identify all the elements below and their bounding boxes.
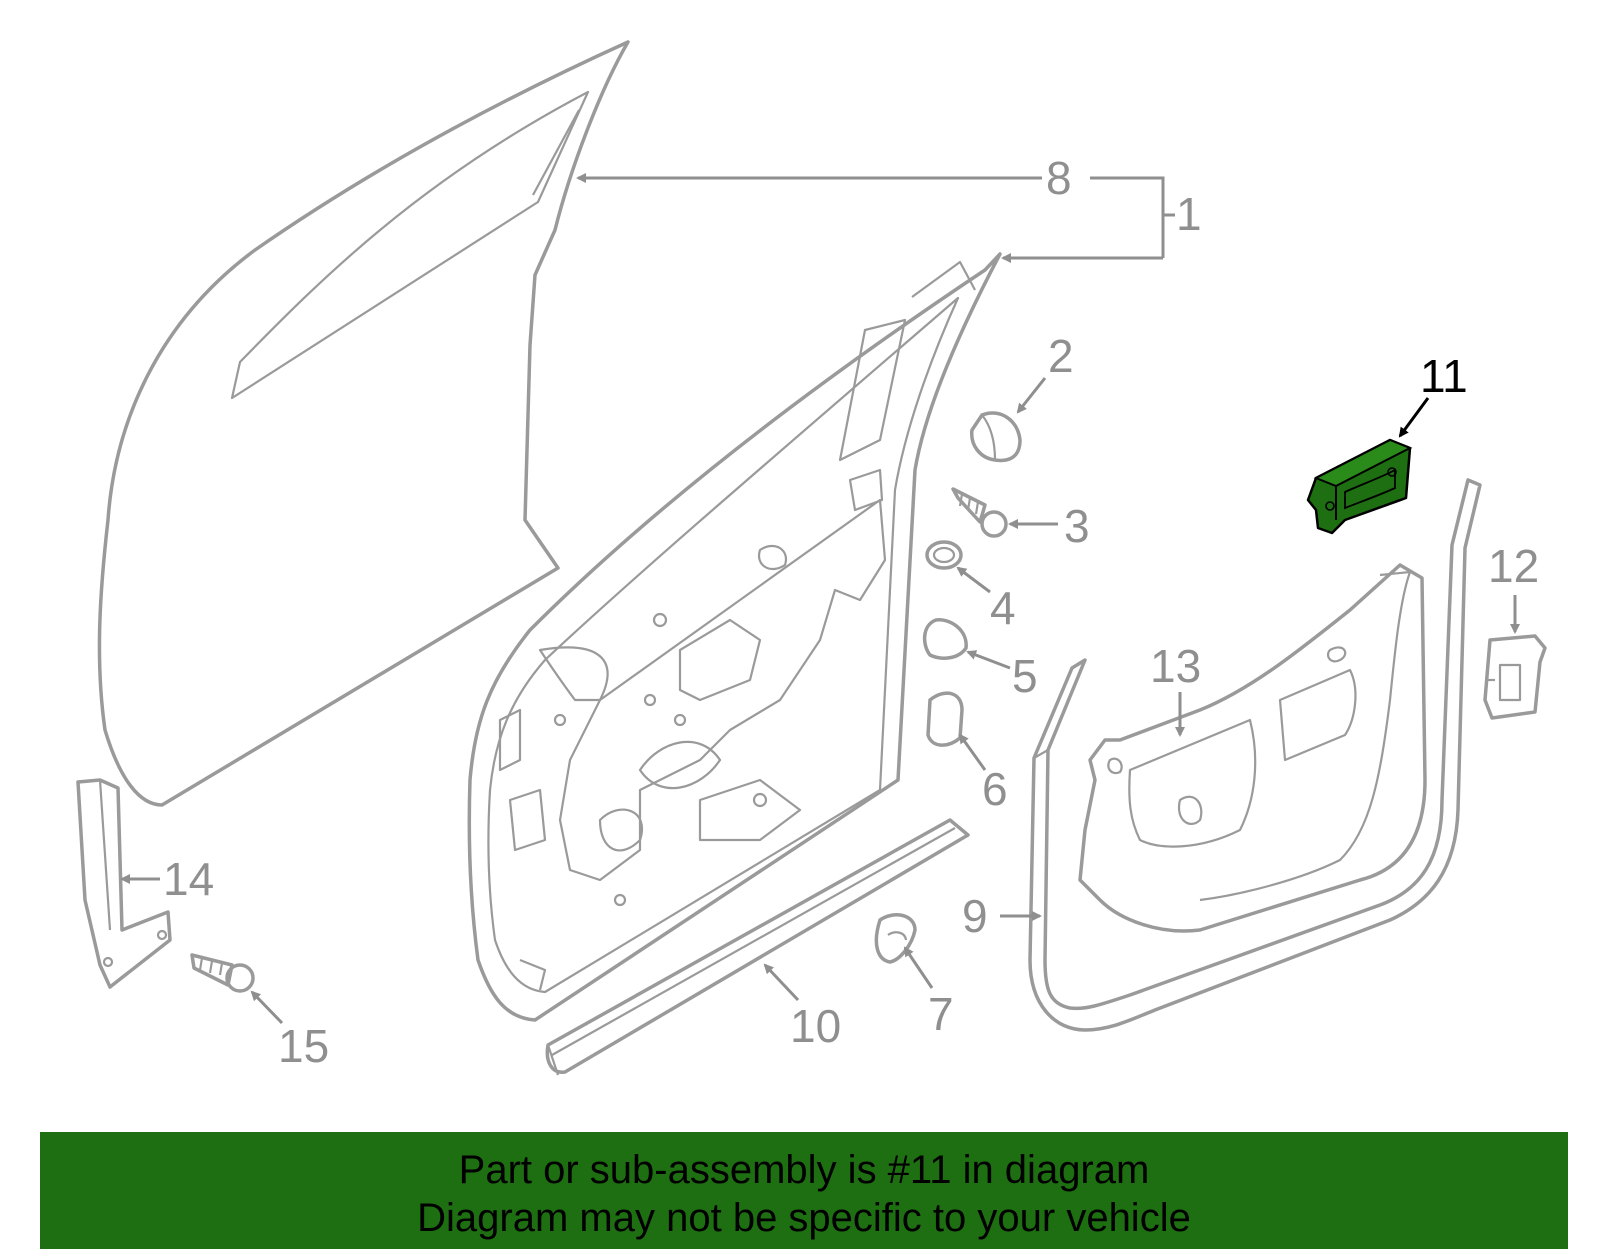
callout-9: 9 xyxy=(962,890,988,942)
leader-4 xyxy=(956,566,991,594)
banner-line-1: Part or sub-assembly is #11 in diagram xyxy=(458,1148,1150,1192)
pillar-trim-part-14 xyxy=(76,778,172,989)
weatherstrip-part-9 xyxy=(1028,478,1482,1032)
trim-panel-part-13 xyxy=(1078,563,1427,933)
leader-7 xyxy=(903,946,934,989)
leader-2 xyxy=(1016,377,1047,414)
door-shell-part-1 xyxy=(467,252,1002,1022)
callout-3: 3 xyxy=(1064,500,1090,552)
screw-part-15 xyxy=(190,953,255,993)
leader-6 xyxy=(958,733,987,771)
callout-7: 7 xyxy=(928,988,954,1040)
screw-part-3 xyxy=(951,487,1008,538)
callout-14: 14 xyxy=(163,853,214,905)
callout-10: 10 xyxy=(790,1000,841,1052)
callout-13: 13 xyxy=(1150,640,1201,692)
bracket-1 xyxy=(1090,176,1165,258)
callout-4: 4 xyxy=(990,582,1016,634)
callout-2: 2 xyxy=(1048,330,1074,382)
banner-line-2: Diagram may not be specific to your vehi… xyxy=(417,1196,1191,1240)
leader-lines xyxy=(120,173,1520,1025)
plug-part-2 xyxy=(970,411,1022,463)
leader-5 xyxy=(966,650,1011,670)
callout-12: 12 xyxy=(1488,540,1539,592)
callout-5: 5 xyxy=(1012,650,1038,702)
bracket-part-12 xyxy=(1483,634,1547,720)
grommet-part-4 xyxy=(925,540,963,570)
plug-part-5 xyxy=(922,618,968,660)
callout-6: 6 xyxy=(982,763,1008,815)
door-glass-part-8 xyxy=(97,40,630,807)
callout-15: 15 xyxy=(278,1020,329,1072)
inside-handle-part-11 xyxy=(1306,438,1413,535)
plug-part-6 xyxy=(926,691,964,747)
leader-10 xyxy=(763,963,800,1002)
lower-moulding-part-10 xyxy=(545,818,970,1076)
callout-11[interactable]: 11 xyxy=(1420,350,1468,402)
leader-15 xyxy=(250,990,284,1025)
leader-11[interactable] xyxy=(1398,397,1430,438)
callout-8: 8 xyxy=(1046,152,1072,204)
callout-labels: 8 1 2 3 4 5 6 7 9 10 11 12 13 14 15 xyxy=(163,152,1539,1072)
info-banner: Part or sub-assembly is #11 in diagram D… xyxy=(40,1132,1568,1249)
callout-1: 1 xyxy=(1176,188,1202,240)
